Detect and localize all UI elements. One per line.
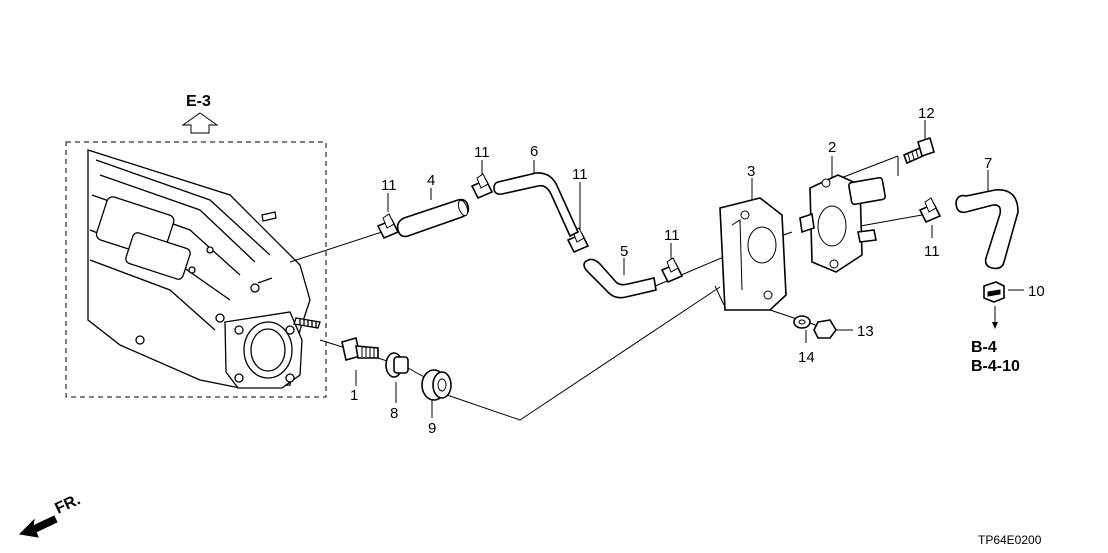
callout-5: 5 <box>620 243 628 260</box>
intake-manifold <box>87 149 321 389</box>
front-direction-indicator: FR. <box>18 491 84 538</box>
clip-part-11d[interactable] <box>660 257 684 284</box>
reference-b4-10[interactable]: B-4-10 <box>971 358 1020 375</box>
callout-14: 14 <box>798 349 815 366</box>
callout-12: 12 <box>918 105 935 122</box>
down-arrow-icon <box>992 322 998 329</box>
callout-1: 1 <box>350 387 358 404</box>
clamp-part-10[interactable] <box>983 281 1005 303</box>
callout-4: 4 <box>427 172 435 189</box>
leader-lines <box>289 120 1024 421</box>
callout-2: 2 <box>828 139 836 156</box>
callout-7: 7 <box>984 155 992 172</box>
svg-text:E-3: E-3 <box>186 93 211 110</box>
callout-labels: 1 2 3 4 5 6 7 8 9 10 11 11 11 11 11 12 1… <box>350 105 1045 437</box>
stud-part-1[interactable] <box>341 336 379 362</box>
intake-manifold-group-box <box>65 141 327 398</box>
callout-11a: 11 <box>381 177 397 194</box>
clip-part-11a[interactable] <box>376 213 400 240</box>
mount-part-9[interactable] <box>421 369 452 401</box>
hose-part-4[interactable] <box>396 198 470 238</box>
callout-11e: 11 <box>924 243 940 260</box>
bolt-part-12[interactable] <box>902 136 935 165</box>
nut-part-13[interactable] <box>813 319 837 339</box>
callout-6: 6 <box>530 143 538 160</box>
reference-b4[interactable]: B-4 <box>971 339 997 356</box>
diagram-code: TP64E0200 <box>978 533 1042 547</box>
hose-part-7[interactable] <box>955 189 1019 270</box>
callout-3: 3 <box>747 163 755 180</box>
svg-text:FR.: FR. <box>53 491 84 517</box>
callout-11b: 11 <box>474 144 490 161</box>
front-arrow-icon <box>18 515 58 538</box>
hose-part-5[interactable] <box>583 258 657 299</box>
callout-8: 8 <box>390 405 398 422</box>
clip-part-11e[interactable] <box>918 197 942 224</box>
callout-11c: 11 <box>572 166 588 183</box>
callout-13: 13 <box>857 323 874 340</box>
callout-11d: 11 <box>664 227 680 244</box>
up-arrow-icon <box>181 112 219 134</box>
grommet-part-8[interactable] <box>385 352 409 378</box>
bracket-part-3[interactable] <box>719 197 787 311</box>
hose-part-6[interactable] <box>493 172 580 238</box>
callout-9: 9 <box>428 420 436 437</box>
washer-part-14[interactable] <box>793 315 811 329</box>
reference-e3[interactable]: E-3 <box>181 93 219 134</box>
clip-part-11b[interactable] <box>470 173 494 200</box>
solenoid-part-2[interactable] <box>799 174 886 273</box>
callout-10: 10 <box>1028 283 1045 300</box>
